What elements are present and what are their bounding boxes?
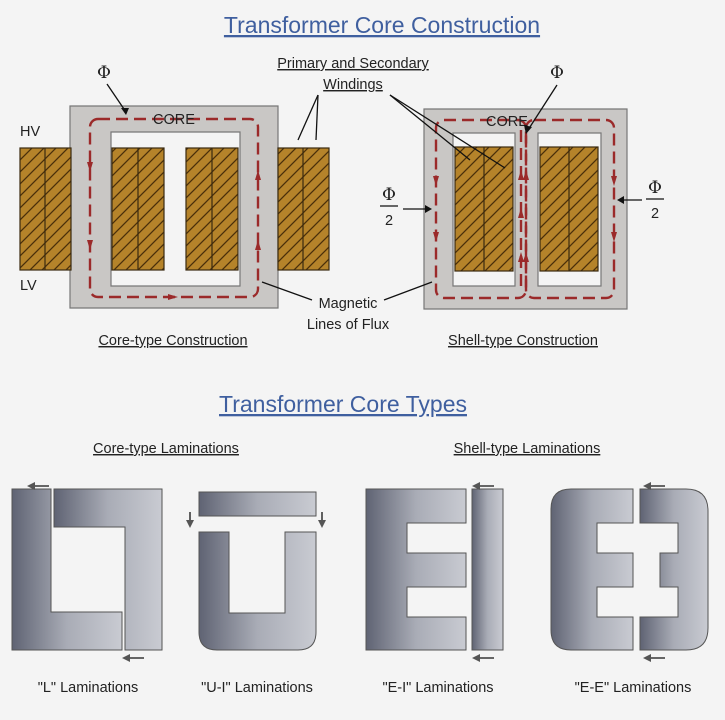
- ei-laminations: "E-I" Laminations: [365, 482, 504, 696]
- ui-laminations: "U-I" Laminations: [186, 491, 326, 696]
- shell-type-laminations-heading: Shell-type Laminations: [454, 441, 601, 457]
- l-laminations: "L" Laminations: [11, 482, 163, 696]
- core-type-construction: CORE HV LV Φ Core-type Construction: [19, 63, 330, 349]
- lv-label: LV: [20, 278, 37, 294]
- construction-title: Transformer Core Construction: [224, 12, 540, 38]
- ee-laminations: "E-E" Laminations: [550, 482, 709, 696]
- shell-type-core-label: CORE: [486, 114, 528, 130]
- windings-label-line1: Primary and Secondary: [277, 56, 429, 72]
- windings-callout: Primary and Secondary Windings: [277, 56, 506, 169]
- half-flux-right-num: Φ: [648, 178, 662, 198]
- e-lamination-left: [550, 488, 634, 651]
- e-lamination-right: [639, 488, 709, 651]
- hv-label: HV: [20, 124, 40, 140]
- half-flux-left-num: Φ: [382, 185, 396, 205]
- flux-label-line2: Lines of Flux: [307, 317, 390, 333]
- l-lamination-right: [53, 488, 163, 651]
- l-lamination-left: [11, 488, 123, 651]
- ee-laminations-label: "E-E" Laminations: [575, 680, 692, 696]
- i-bar-lamination: [471, 488, 504, 651]
- windings-label-line2: Windings: [323, 77, 383, 93]
- shell-flux-path-right: [524, 118, 616, 300]
- u-lamination: [198, 531, 317, 651]
- shell-type-construction: CORE Φ Φ 2 Φ 2 Shell-type Construction: [380, 63, 664, 349]
- e-lamination: [365, 488, 467, 651]
- half-flux-left-den: 2: [385, 213, 393, 229]
- i-lamination: [198, 491, 317, 517]
- core-type-laminations-heading: Core-type Laminations: [93, 441, 239, 457]
- flux-label-line1: Magnetic: [319, 296, 378, 312]
- core-type-flux-symbol: Φ: [97, 63, 111, 83]
- core-type-core: [69, 105, 279, 309]
- types-title: Transformer Core Types: [219, 391, 467, 417]
- flux-callout: Magnetic Lines of Flux: [261, 281, 433, 333]
- shell-type-flux-symbol: Φ: [550, 63, 564, 83]
- ei-laminations-label: "E-I" Laminations: [382, 680, 493, 696]
- core-type-caption: Core-type Construction: [98, 333, 247, 349]
- core-type-core-label: CORE: [153, 112, 195, 128]
- shell-type-caption: Shell-type Construction: [448, 333, 598, 349]
- l-laminations-label: "L" Laminations: [38, 680, 139, 696]
- ui-laminations-label: "U-I" Laminations: [201, 680, 313, 696]
- half-flux-right-den: 2: [651, 206, 659, 222]
